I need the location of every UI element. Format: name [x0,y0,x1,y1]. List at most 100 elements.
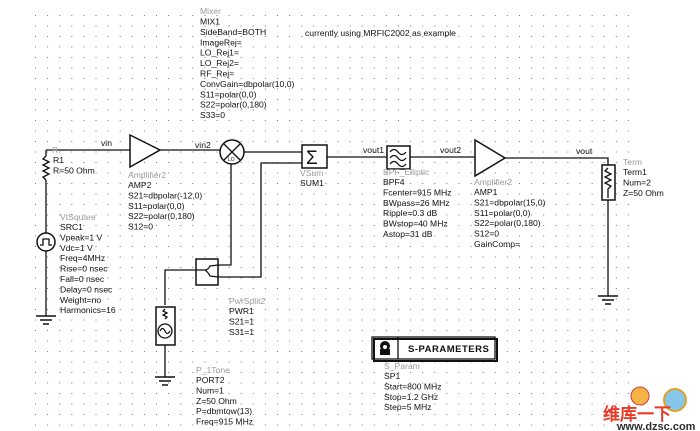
grid-dot [289,414,291,415]
grid-dot [361,88,363,90]
grid-dot [71,78,73,79]
grid-dot [47,141,49,142]
param-line: Stop=1.2 GHz [384,392,438,402]
grid-dot [95,204,97,205]
grid-dot [434,183,436,184]
grid-dot [422,88,424,90]
grid-dot [349,256,351,258]
grid-dot [240,361,242,363]
grid-dot [567,351,569,352]
grid-dot [458,57,460,58]
grid-dot [519,36,520,37]
grid-dot [543,204,545,205]
grid-dot [252,88,254,90]
param-line: AMP1 [474,187,498,197]
grid-dot [119,99,121,100]
grid-dot [519,141,520,142]
grid-dot [555,393,557,394]
summer-icon[interactable]: Σ [301,144,328,169]
grid-dot [458,46,460,48]
grid-dot [180,256,182,258]
grid-dot [349,382,351,384]
grid-dot [168,414,170,415]
grid-dot [119,57,121,58]
grid-dot [180,130,182,132]
grid-dot [301,393,303,394]
grid-dot [313,225,315,226]
grid-dot [83,256,85,258]
grid-dot [59,235,61,237]
grid-dot [216,351,218,352]
grid-dot [398,309,399,310]
grid-dot [192,183,194,184]
grid-dot [627,340,629,342]
grid-dot [410,36,412,37]
grid-dot [313,298,315,300]
grid-dot [216,109,218,111]
grid-dot [627,141,629,142]
grid-dot [143,162,145,163]
grid-dot [627,67,629,69]
power-splitter-icon[interactable] [195,258,219,286]
grid-dot [204,256,206,258]
grid-dot [519,246,520,247]
grid-dot [216,403,218,405]
grid-dot [434,246,436,247]
grid-dot [168,393,170,394]
grid-dot [519,393,520,394]
grid-dot [47,88,49,90]
grid-dot [543,414,545,415]
grid-dot [398,172,399,174]
s-parameters-controller[interactable]: S-PARAMETERS [371,336,498,362]
grid-dot [95,162,97,163]
grid-dot [385,403,387,405]
grid-dot [615,424,617,426]
grid-dot [95,214,97,216]
mixer-icon[interactable]: LO [219,139,245,165]
terminal-icon[interactable] [601,164,616,201]
grid-dot [398,298,399,300]
grid-dot [591,120,593,121]
grid-dot [264,414,266,415]
grid-dot [519,424,520,426]
grid-dot [301,403,303,405]
port-source-icon[interactable] [155,306,176,346]
grid-dot [95,57,97,58]
grid-dot [494,267,496,268]
grid-dot [446,78,448,79]
grid-dot [591,403,593,405]
grid-dot [531,88,533,90]
grid-dot [131,183,133,184]
grid-dot [470,225,472,226]
grid-dot [289,120,291,121]
grid-dot [361,109,363,111]
grid-dot [531,36,533,37]
grid-dot [567,120,569,121]
grid-dot [289,67,291,69]
grid-dot [579,25,581,27]
grid-dot [482,57,484,58]
grid-dot [603,57,605,58]
amplifier-icon[interactable] [474,138,507,178]
bandpass-filter-icon[interactable] [386,145,411,170]
grid-dot [615,382,617,384]
grid-dot [240,99,242,100]
grid-dot [519,78,520,79]
grid-dot [482,183,484,184]
grid-dot [313,351,315,352]
resistor-icon[interactable] [41,155,51,181]
grid-dot [301,361,303,363]
grid-dot [143,382,145,384]
grid-dot [192,141,194,142]
grid-dot [216,78,218,79]
grid-dot [579,162,581,163]
grid-dot [325,372,327,373]
param-line: S11=polar(0,0) [474,208,531,218]
grid-dot [506,414,508,415]
grid-dot [434,172,436,174]
grid-dot [71,361,73,363]
amplifier-icon[interactable] [129,133,162,169]
square-source-icon[interactable] [36,232,56,252]
net-label-vout1: vout1 [363,145,384,155]
